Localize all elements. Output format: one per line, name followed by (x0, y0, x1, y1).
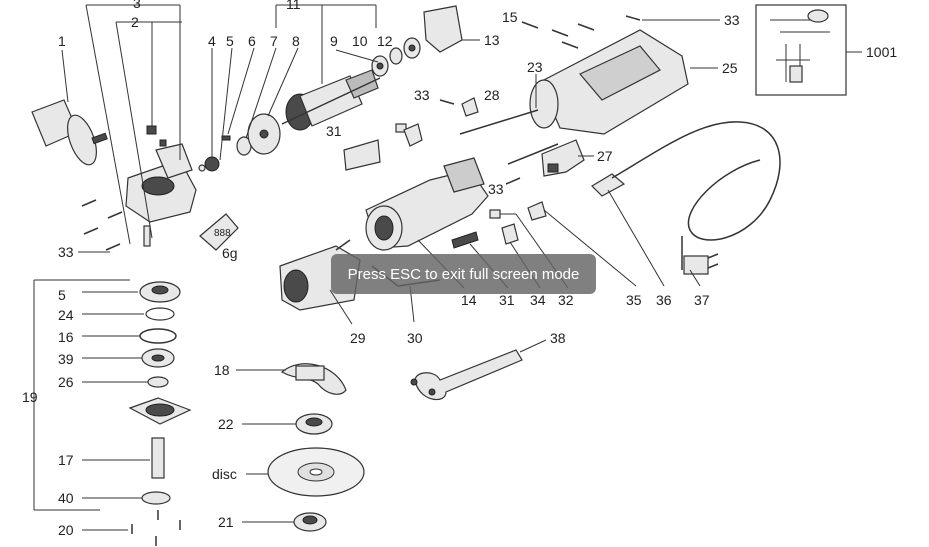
leader-5 (219, 47, 233, 161)
callout-27: 27 (597, 148, 613, 164)
callout-5b: 5 (58, 287, 66, 303)
callout-2: 2 (131, 14, 139, 30)
screw-33d (505, 177, 521, 185)
gear-housing-part (125, 125, 197, 223)
locking-nut-part (293, 512, 327, 532)
callout-22: 22 (218, 416, 234, 432)
callout-40: 40 (58, 490, 74, 506)
callout-14: 14 (461, 292, 477, 308)
small-gear-parts (198, 113, 281, 172)
inner-flange-part (295, 413, 333, 435)
callout-21: 21 (218, 514, 234, 530)
callout-1: 1 (58, 33, 66, 49)
power-cord-part (591, 121, 781, 275)
side-handle-part (31, 99, 108, 166)
callout-29: 29 (350, 330, 366, 346)
callout-9: 9 (330, 33, 338, 49)
callout-7: 7 (270, 33, 278, 49)
leader-1 (61, 49, 69, 103)
leader-37 (689, 269, 701, 287)
leader-29 (329, 289, 353, 325)
wiring-diagram-box (755, 4, 847, 96)
leader-35 (543, 209, 637, 287)
leader-36 (607, 189, 665, 287)
switch-part (541, 139, 585, 177)
leader-6 (227, 47, 255, 135)
callout-28: 28 (484, 87, 500, 103)
callout-37: 37 (694, 292, 710, 308)
callout-10: 10 (352, 33, 368, 49)
housing-screws (81, 199, 151, 251)
leader-2a (115, 21, 153, 239)
callout-33d: 33 (488, 181, 504, 197)
callout-16: 16 (58, 329, 74, 345)
gear-assembly-parts (128, 281, 192, 546)
callout-36: 36 (656, 292, 672, 308)
callout-39: 39 (58, 351, 74, 367)
callout-31b: 31 (499, 292, 515, 308)
leader-9 (335, 49, 379, 63)
callout-15: 15 (502, 9, 518, 25)
callout-6: 6 (248, 33, 256, 49)
motor-housing-part (529, 29, 689, 135)
stator-housing-part (365, 157, 489, 251)
callout-grease: 6g (222, 245, 238, 261)
grease-tube-part: 888 (199, 213, 239, 251)
callout-disc: disc (212, 466, 237, 482)
leader-38 (519, 339, 547, 353)
callout-8: 8 (292, 33, 300, 49)
callout-33b: 33 (724, 12, 740, 28)
leader-7 (245, 47, 277, 139)
part-34 (501, 223, 519, 245)
wheel-guard-part (280, 363, 347, 395)
callout-11: 11 (286, 0, 301, 12)
switch-lever-part (439, 97, 479, 117)
callout-23: 23 (527, 59, 543, 75)
callout-12: 12 (377, 33, 393, 49)
callout-20: 20 (58, 522, 74, 538)
callout-19: 19 (22, 389, 38, 405)
callout-13: 13 (484, 32, 500, 48)
callout-34: 34 (530, 292, 546, 308)
armature-part (281, 69, 381, 131)
callout-4: 4 (208, 33, 216, 49)
label-card-part (343, 139, 381, 171)
leader-8 (267, 47, 299, 117)
wire-23-part (459, 109, 559, 165)
callout-17: 17 (58, 452, 74, 468)
callout-25: 25 (722, 60, 738, 76)
callout-30: 30 (407, 330, 423, 346)
callout-5: 5 (226, 33, 234, 49)
grinding-disc-part (267, 447, 365, 497)
callout-32: 32 (558, 292, 574, 308)
callout-1001: 1001 (866, 44, 897, 60)
callout-3: 3 (133, 0, 141, 11)
grease-tube-label: 888 (214, 228, 231, 239)
callout-38: 38 (550, 330, 566, 346)
callout-24: 24 (58, 307, 74, 323)
rear-cap-part (423, 5, 463, 53)
callout-31: 31 (326, 123, 342, 139)
leader-3a (85, 4, 131, 245)
fullscreen-exit-toast: Press ESC to exit full screen mode (331, 254, 596, 294)
callout-33a: 33 (58, 244, 74, 260)
callout-26: 26 (58, 374, 74, 390)
nameplate-part (451, 231, 479, 249)
brush-holders (395, 123, 423, 147)
callout-18: 18 (214, 362, 230, 378)
top-screws (521, 15, 641, 49)
callout-33c: 33 (414, 87, 430, 103)
callout-35: 35 (626, 292, 642, 308)
spanner-wrench-part (410, 349, 523, 401)
